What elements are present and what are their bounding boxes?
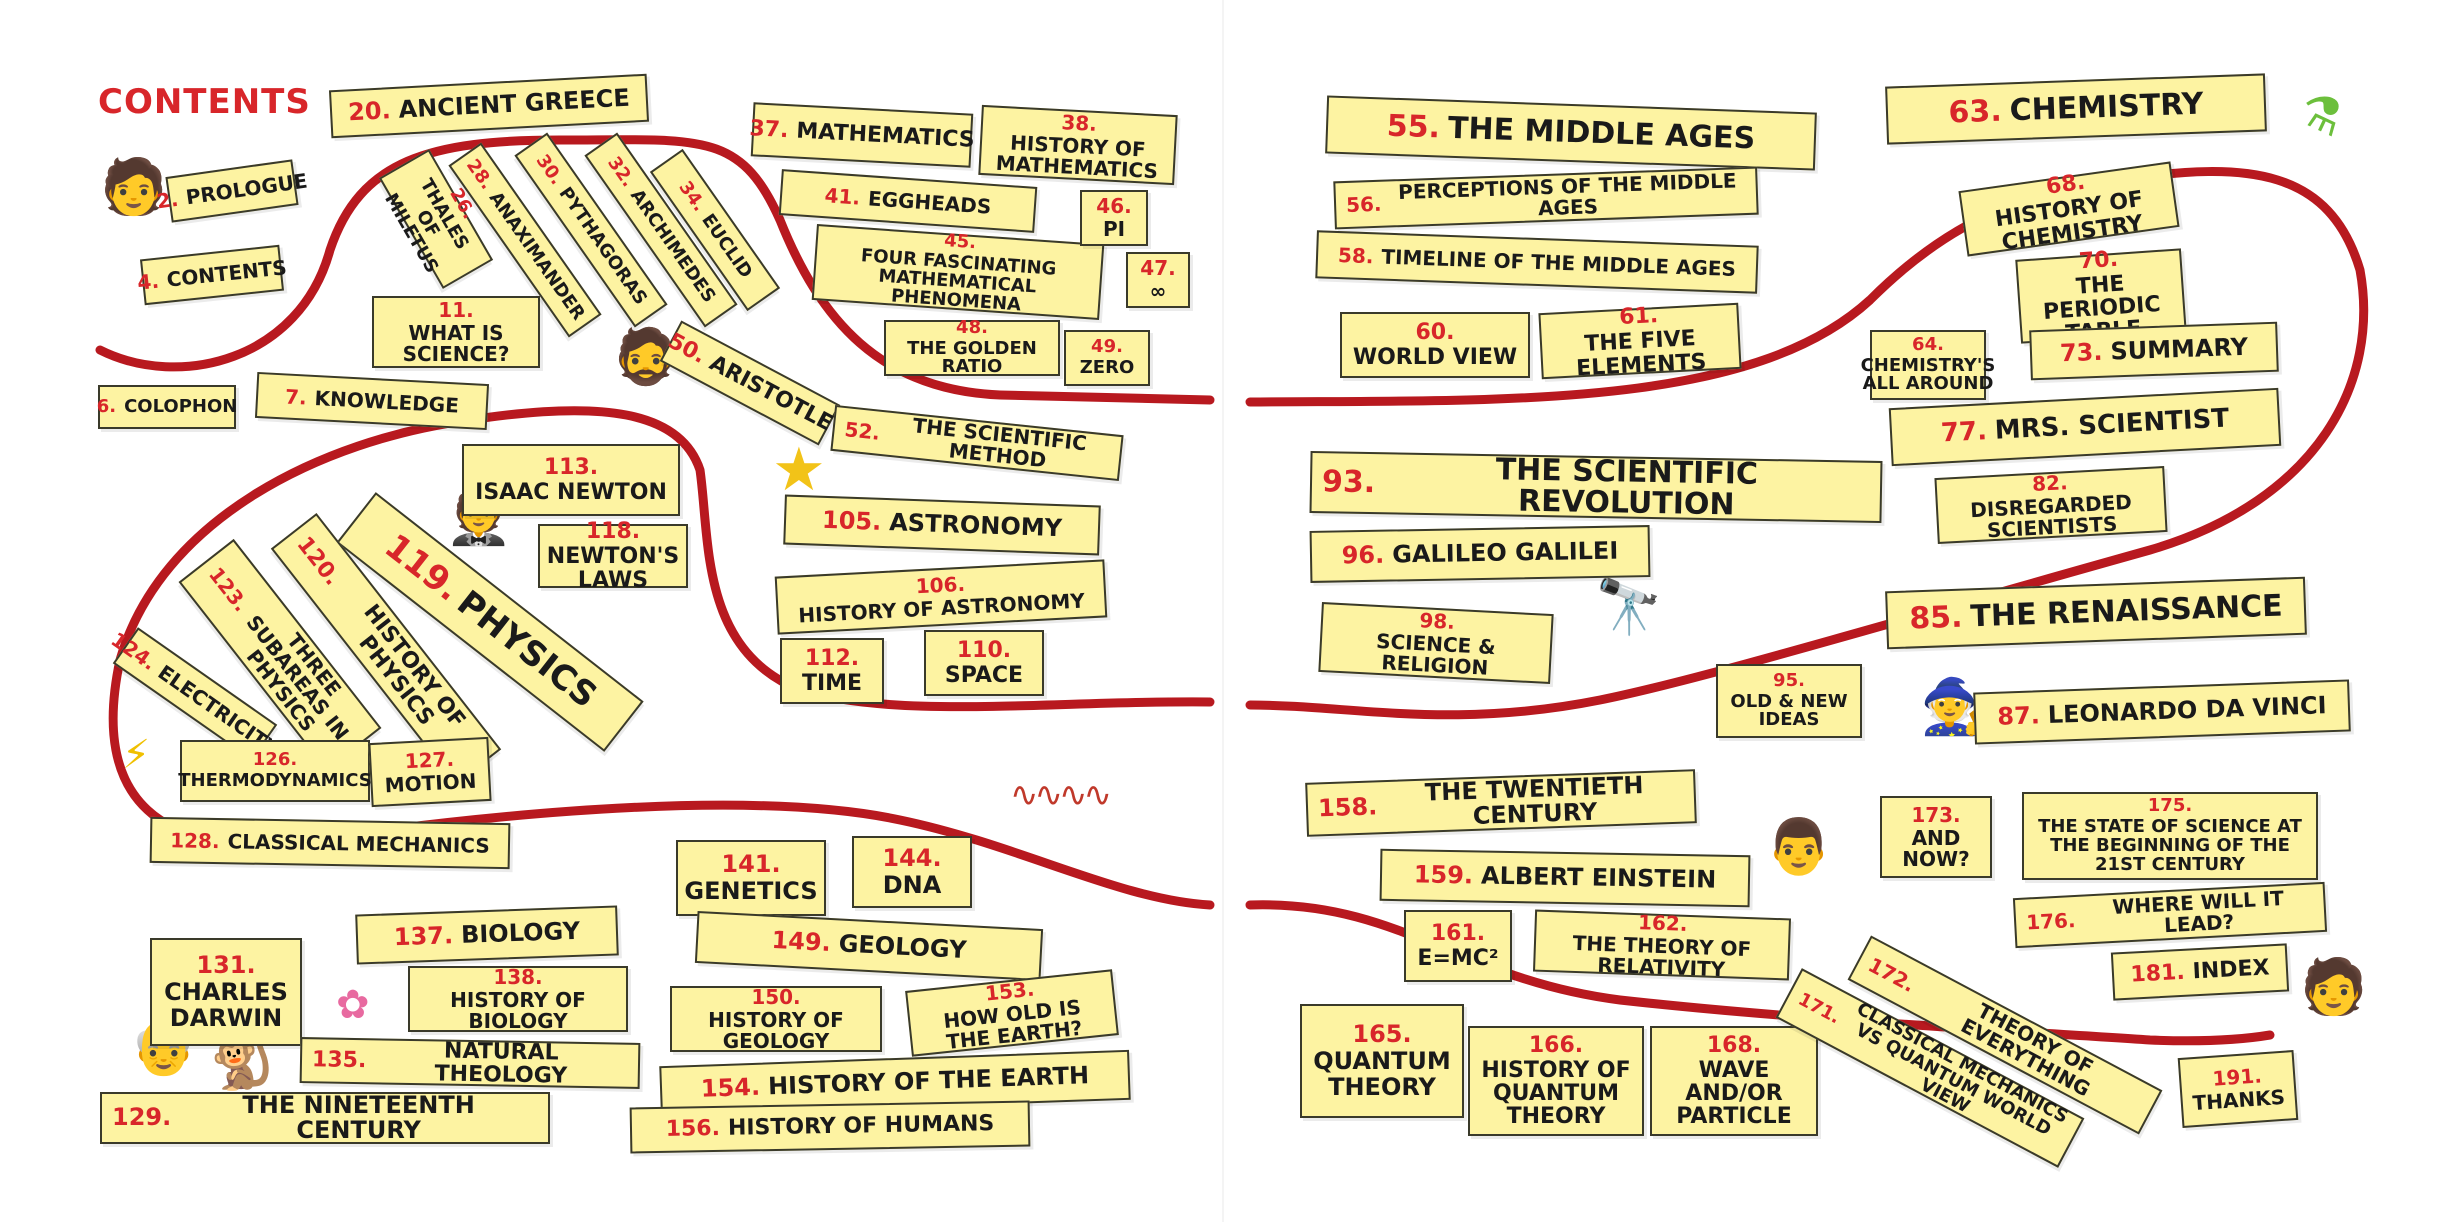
page-title: CONTENTS <box>98 82 311 122</box>
toc-entry-emc2[interactable]: 161.E=MC² <box>1404 910 1512 982</box>
toc-entry-thanks[interactable]: 191.Thanks <box>2177 1050 2299 1128</box>
toc-entry-nineteenth-century[interactable]: 129.The Nineteenth Century <box>100 1092 550 1144</box>
toc-entry-galileo[interactable]: 96.Galileo Galilei <box>1309 525 1651 583</box>
toc-entry-and-now[interactable]: 173.And now? <box>1880 796 1992 878</box>
toc-entry-biology[interactable]: 137.Biology <box>355 905 619 965</box>
toc-entry-infinity[interactable]: 47.∞ <box>1126 252 1190 308</box>
toc-entry-scientific-revolution[interactable]: 93.The Scientific Revolution <box>1309 451 1883 523</box>
toc-entry-wave-particle[interactable]: 168.Wave and/or Particle <box>1650 1026 1818 1136</box>
toc-entry-dna[interactable]: 144.DNA <box>852 836 972 908</box>
toc-entry-history-of-humans[interactable]: 156.History of Humans <box>629 1100 1031 1154</box>
toc-entry-pi[interactable]: 46.Pi <box>1080 190 1148 246</box>
toc-entry-relativity[interactable]: 162.The Theory of Relativity <box>1532 909 1792 981</box>
toc-entry-thermodynamics[interactable]: 126.Thermodynamics <box>178 740 372 802</box>
toc-entry-what-is-science[interactable]: 11.What is Science? <box>372 296 540 368</box>
toc-entry-old-new-ideas[interactable]: 95.Old & New Ideas <box>1716 664 1862 738</box>
einstein-character: 👨 <box>1765 815 1833 878</box>
toc-entry-isaac-newton[interactable]: 113.Isaac Newton <box>462 444 680 516</box>
toc-entry-genetics[interactable]: 141.Genetics <box>676 840 826 916</box>
dna-helix-icon: ∿∿∿∿ <box>1010 775 1112 815</box>
toc-entry-mathematics[interactable]: 37.Mathematics <box>749 102 975 168</box>
toc-entry-space[interactable]: 110.Space <box>924 630 1044 696</box>
toc-entry-charles-darwin[interactable]: 131.Charles Darwin <box>150 938 302 1046</box>
toc-entry-summary[interactable]: 73.Summary <box>2029 321 2279 381</box>
toc-entry-five-elements[interactable]: 61.The Five Elements <box>1538 302 1742 381</box>
toc-entry-history-of-mathematics[interactable]: 38.History of Mathematics <box>978 104 1178 186</box>
star-icon: ★ <box>772 435 826 505</box>
toc-entry-time[interactable]: 112.Time <box>780 638 884 704</box>
galileo-character: 🔭 <box>1595 575 1663 638</box>
toc-entry-classical-mechanics[interactable]: 128.Classical Mechanics <box>149 816 511 870</box>
toc-entry-world-view[interactable]: 60.World View <box>1340 312 1530 378</box>
toc-entry-chemistrys-all-around[interactable]: 64.Chemistry's all around <box>1861 330 1995 400</box>
toc-entry-history-of-geology[interactable]: 150.History of Geology <box>670 986 882 1052</box>
scientist-character: 🧑 <box>2300 955 2368 1018</box>
toc-entry-zero[interactable]: 49.Zero <box>1064 330 1150 386</box>
toc-entry-natural-theology[interactable]: 135.Natural Theology <box>299 1037 641 1089</box>
toc-entry-history-quantum[interactable]: 166.History of Quantum Theory <box>1468 1026 1644 1136</box>
toc-entry-disregarded-scientists[interactable]: 82.Disregarded Scientists <box>1934 466 2168 544</box>
toc-entry-history-of-biology[interactable]: 138.History of Biology <box>408 966 628 1032</box>
lightning-bolt-icon: ⚡ <box>122 732 151 778</box>
toc-entry-golden-ratio[interactable]: 48.The Golden Ratio <box>884 318 1060 376</box>
narrator-character: 🧑 <box>100 155 168 218</box>
toc-entry-quantum-theory[interactable]: 165.Quantum Theory <box>1300 1004 1464 1118</box>
toc-entry-science-religion[interactable]: 98.Science & Religion <box>1318 601 1554 685</box>
toc-entry-newtons-laws[interactable]: 118.Newton's Laws <box>538 520 688 592</box>
toc-entry-motion[interactable]: 127.Motion <box>368 736 492 808</box>
page-gutter <box>1222 0 1224 1222</box>
flower-icon: ✿ <box>336 982 370 1028</box>
toc-entry-einstein[interactable]: 159.Albert Einstein <box>1379 848 1751 908</box>
toc-entry-state-of-science[interactable]: 175.The State of Science at the Beginnin… <box>2022 792 2318 880</box>
toc-entry-colophon[interactable]: 6.Colophon <box>97 385 237 429</box>
toc-entry-index[interactable]: 181.Index <box>2110 943 2290 1001</box>
